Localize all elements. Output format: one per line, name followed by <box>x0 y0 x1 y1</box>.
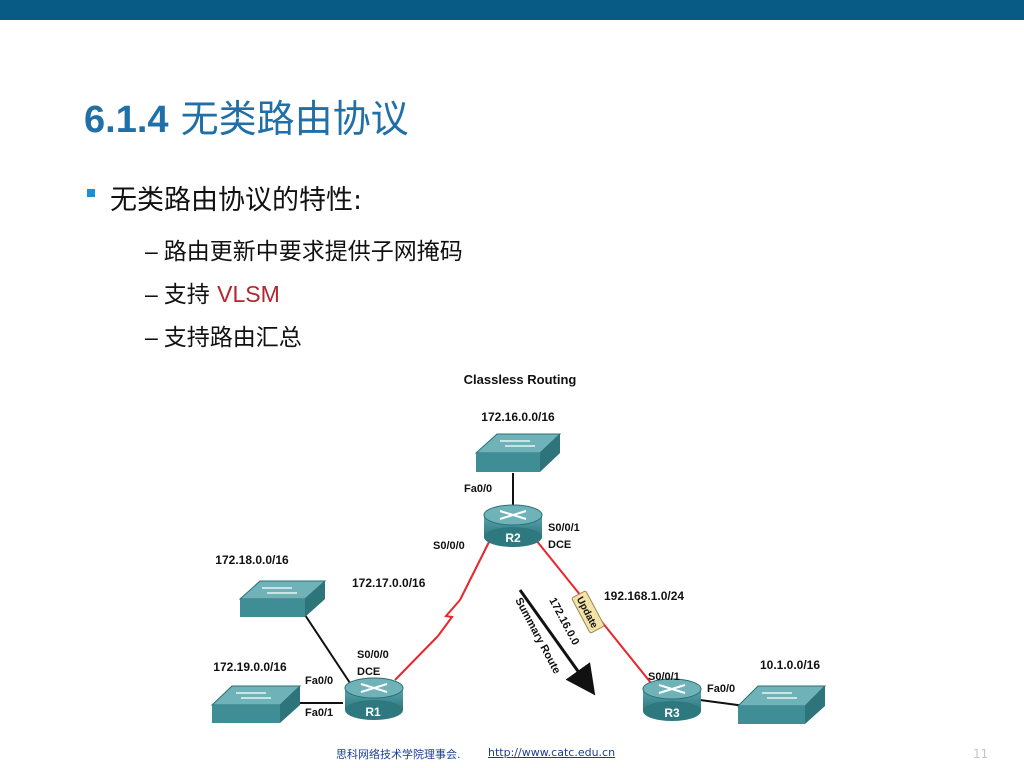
diagram-title: Classless Routing <box>464 372 577 387</box>
slide-title: 6.1.4 无类路由协议 <box>84 88 409 143</box>
router-name: R2 <box>505 531 521 545</box>
interface-label: DCE <box>357 666 380 678</box>
router-name: R1 <box>365 705 381 719</box>
interface-label: Fa0/0 <box>305 675 333 687</box>
router-icon <box>642 678 702 721</box>
network-label: 172.16.0.0/16 <box>481 410 555 424</box>
sub-item-text: 支持路由汇总 <box>163 325 302 351</box>
update-tag: Update <box>571 590 605 634</box>
interface-label: Fa0/1 <box>305 707 333 719</box>
network-label: 172.17.0.0/16 <box>352 576 426 590</box>
interface-label: S0/0/0 <box>357 649 389 661</box>
interface-label: Fa0/0 <box>707 683 735 695</box>
bullet-main: 无类路由协议的特性: <box>110 185 363 216</box>
network-label: 172.19.0.0/16 <box>213 660 287 674</box>
interface-label: S0/0/1 <box>548 522 580 534</box>
network-label: 10.1.0.0/16 <box>760 658 820 672</box>
link-r2-r1-serial-lower <box>394 635 439 681</box>
title-number: 6.1.4 <box>84 99 169 141</box>
sub-item-text: 路由更新中要求提供子网掩码 <box>163 239 463 265</box>
bullet-square-icon <box>87 189 95 197</box>
router-name: R3 <box>664 706 680 720</box>
network-label: 192.168.1.0/24 <box>604 589 684 603</box>
router-icon <box>483 504 543 547</box>
interface-label: S0/0/0 <box>433 540 465 552</box>
network-label: 172.18.0.0/16 <box>215 553 289 567</box>
footer-organization: 思科网络技术学院理事会. <box>336 748 461 761</box>
switch-icon <box>474 433 562 472</box>
summary-route-arrow-icon <box>518 589 596 696</box>
dash-icon: – <box>145 324 158 350</box>
link-r3-switch <box>699 699 746 707</box>
sub-item-text: 支持 <box>163 282 218 308</box>
switch-icon <box>736 685 827 724</box>
page-number: 11 <box>973 747 989 761</box>
interface-label: DCE <box>548 539 571 551</box>
sub-item-vlsm: –支持 VLSM <box>145 275 280 309</box>
interface-label: S0/0/1 <box>648 671 680 683</box>
switch-icon <box>210 685 302 723</box>
dash-icon: – <box>145 281 158 307</box>
sub-item-summarization: –支持路由汇总 <box>145 318 302 352</box>
sub-item-subnet-mask: –路由更新中要求提供子网掩码 <box>145 232 463 266</box>
vlsm-highlight: VLSM <box>217 281 280 307</box>
dash-icon: – <box>145 238 158 264</box>
switch-icon <box>238 580 327 617</box>
router-icon <box>344 677 404 720</box>
link-r1-switch-1 <box>304 614 351 684</box>
classless-routing-diagram: Classless Routing 172.16.0.0/16 172.18.0… <box>210 372 827 724</box>
footer-link[interactable]: http://www.catc.edu.cn <box>488 746 616 759</box>
serial-zigzag-icon <box>437 599 461 637</box>
title-text: 无类路由协议 <box>180 97 409 141</box>
top-banner <box>0 0 1024 20</box>
interface-label: Fa0/0 <box>464 483 492 495</box>
link-r2-r1-serial-upper <box>459 539 491 601</box>
